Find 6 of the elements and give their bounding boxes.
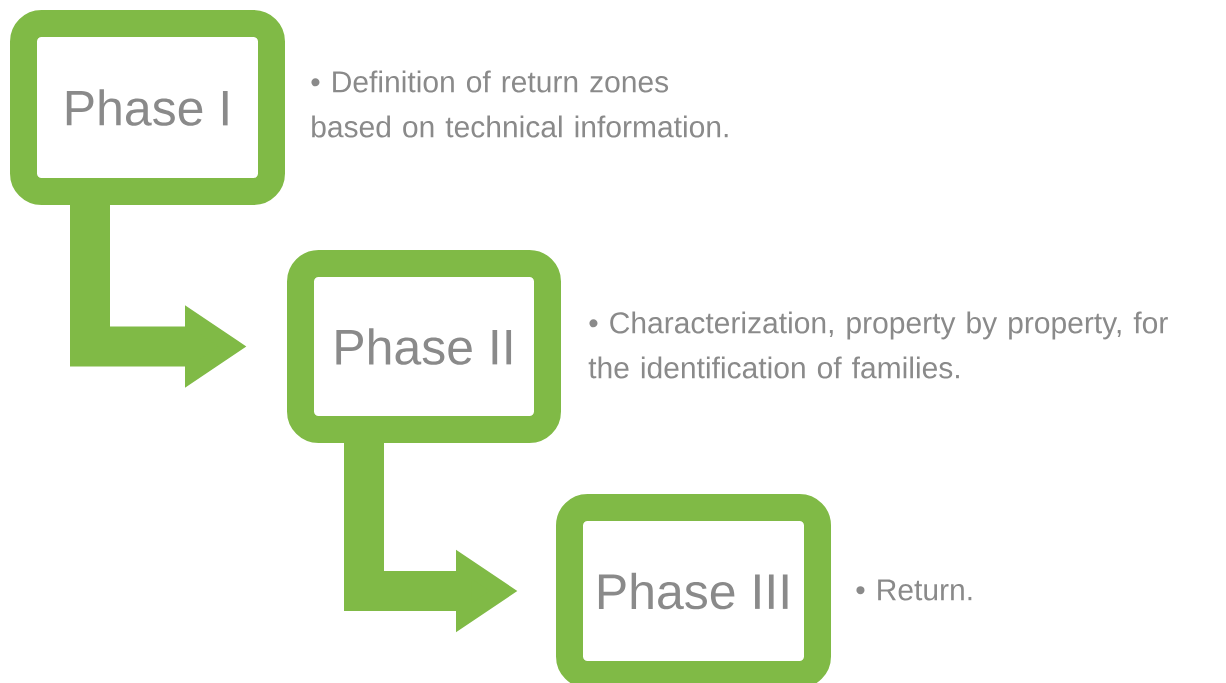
- phase-box: Phase III: [556, 494, 831, 683]
- description-text: • Return.: [856, 579, 972, 601]
- phase-box: Phase II: [287, 250, 561, 443]
- description-text: • Characterization, property by property, for the identification of families.: [588, 311, 1168, 379]
- description-text: • Definition of return zones based on technical information.: [311, 70, 728, 138]
- phase-box: Phase I: [10, 10, 285, 205]
